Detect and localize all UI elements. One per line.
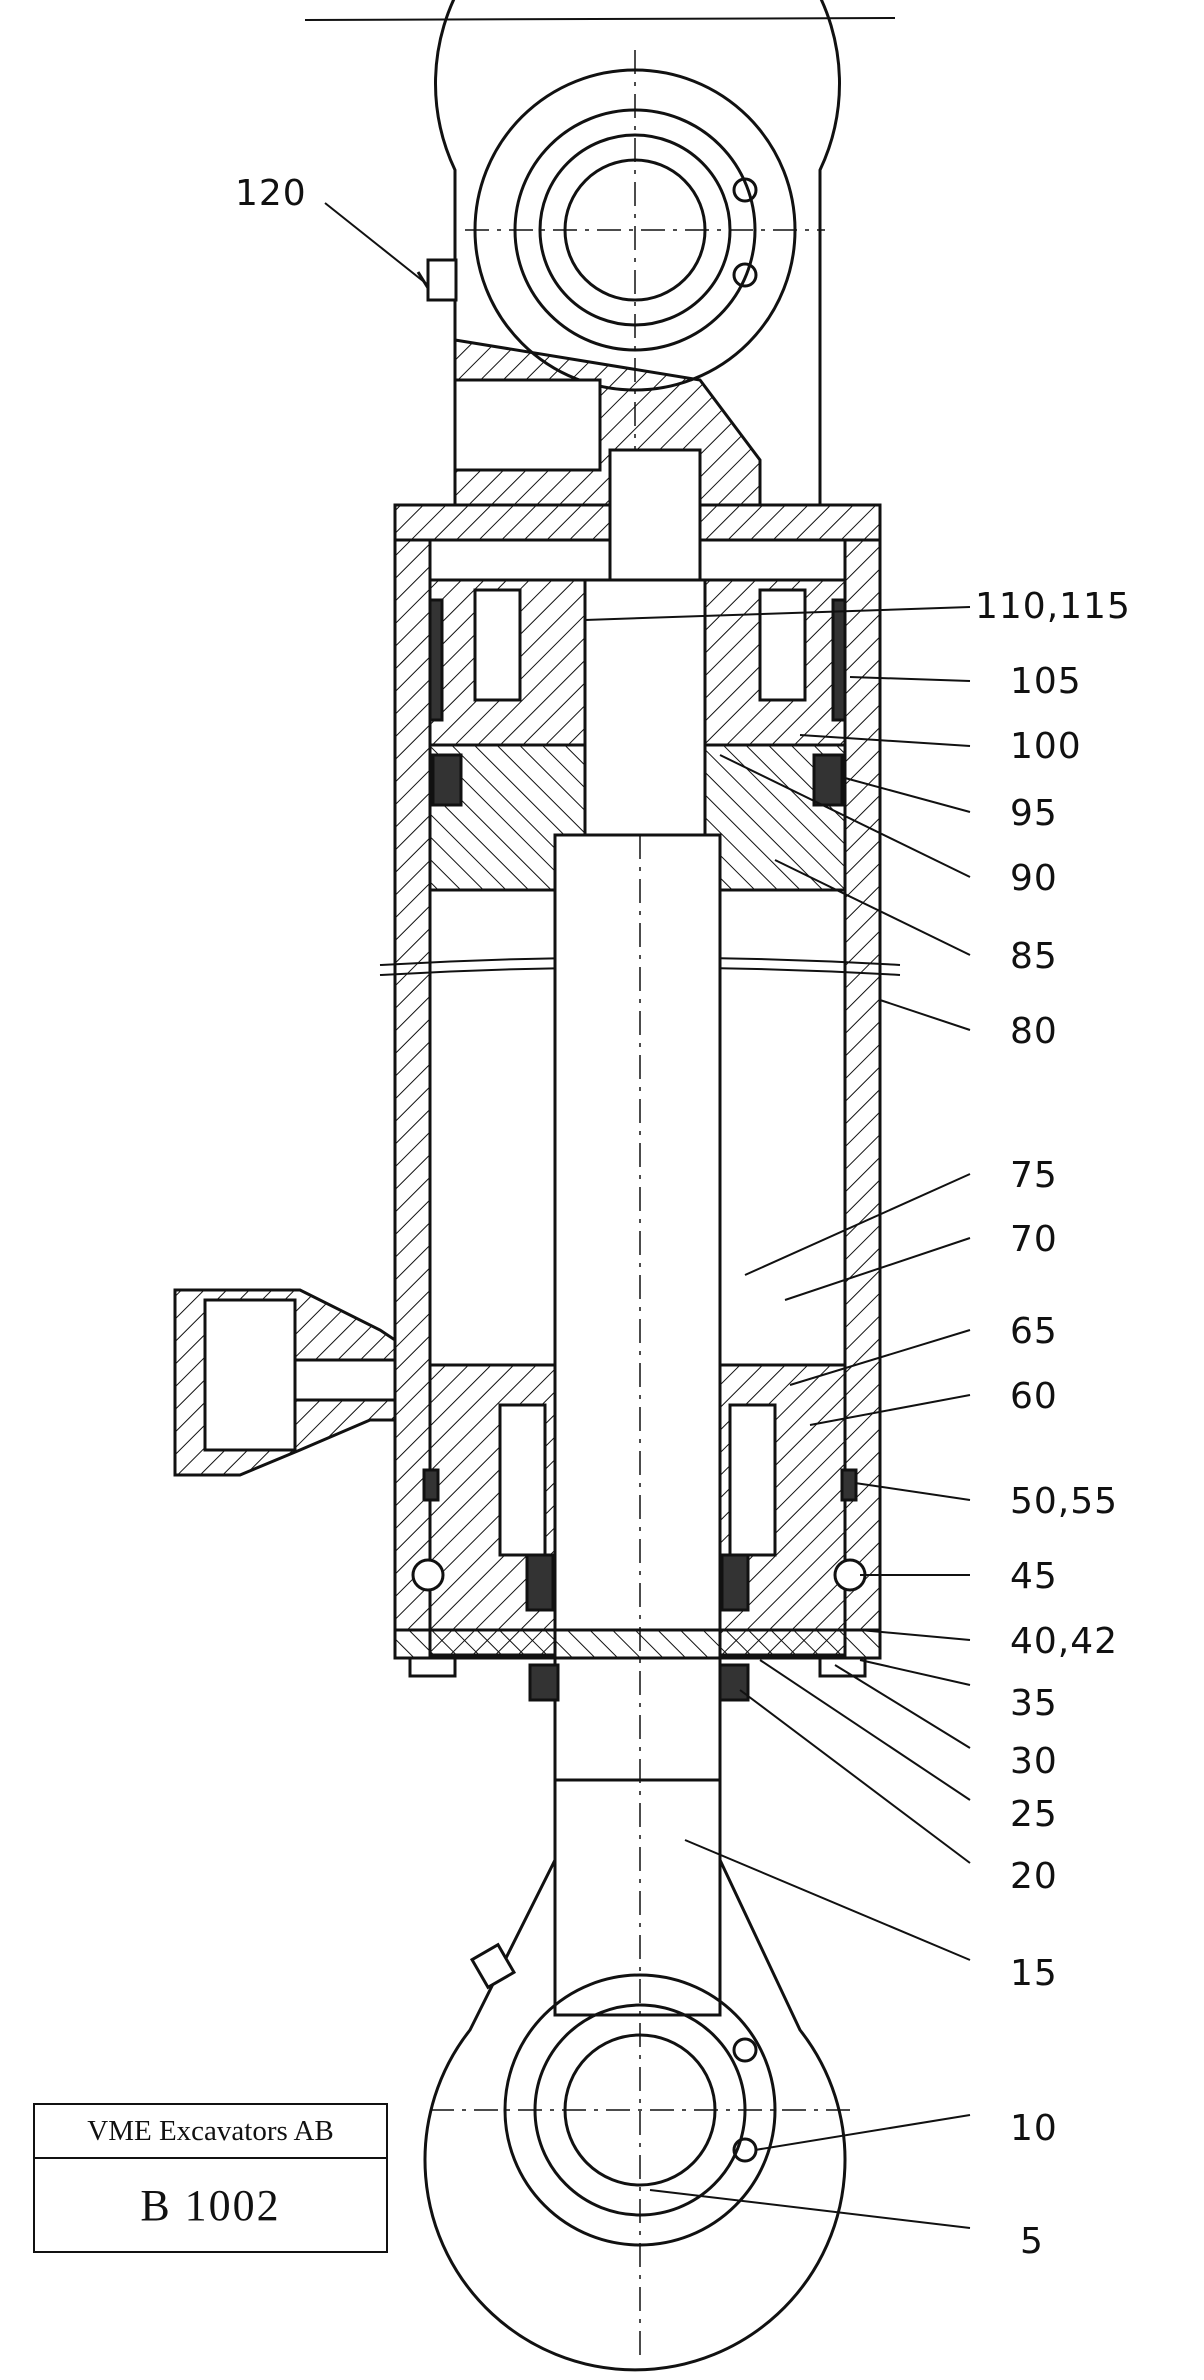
label-40-42: 40,42 [1010,1621,1118,1662]
grease-nipple-bottom [469,1942,517,1990]
label-110-115: 110,115 [975,586,1131,627]
label-15: 15 [1010,1953,1058,1994]
grease-nipple-top [426,258,458,302]
label-80: 80 [1010,1011,1058,1052]
label-95: 95 [1010,793,1058,834]
label-105: 105 [1010,661,1082,702]
tube-wall-right [843,538,882,1632]
piston-rod [553,833,722,2017]
label-90: 90 [1010,858,1058,899]
bottom-eye-outer [503,1973,777,2247]
label-85: 85 [1010,936,1058,977]
drawing-code: B 1002 [140,2181,281,2230]
label-20: 20 [1010,1856,1058,1897]
label-25: 25 [1010,1794,1058,1835]
label-100: 100 [1010,726,1082,767]
rod-end-eye [423,1780,847,2372]
title-block: VME Excavators AB B 1002 [33,2103,388,2253]
label-45: 45 [1010,1556,1058,1597]
label-70: 70 [1010,1219,1058,1260]
label-35: 35 [1010,1683,1058,1724]
label-75: 75 [1010,1155,1058,1196]
company-name: VME Excavators AB [35,2105,386,2159]
label-50-55: 50,55 [1010,1481,1118,1522]
label-120: 120 [235,173,307,214]
label-5: 5 [1020,2221,1044,2262]
label-60: 60 [1010,1376,1058,1417]
label-65: 65 [1010,1311,1058,1352]
label-10: 10 [1010,2108,1058,2149]
label-30: 30 [1010,1741,1058,1782]
top-eye-body [434,0,841,505]
tube-wall-left [393,538,432,1632]
